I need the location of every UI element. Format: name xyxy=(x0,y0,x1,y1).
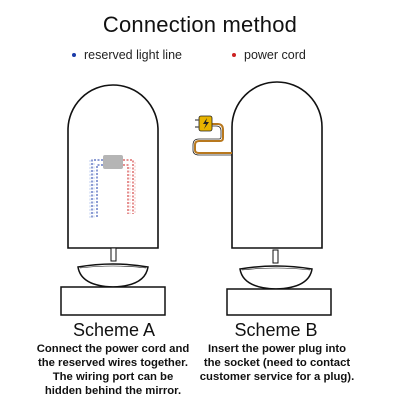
legend-power-cord: power cord xyxy=(232,48,306,62)
junction-box xyxy=(103,155,123,169)
description-line: customer service for a plug). xyxy=(199,371,355,383)
description-line: The wiring port can be xyxy=(52,371,174,383)
description-line: Connect the power cord and xyxy=(36,343,190,355)
cabinet xyxy=(60,286,166,316)
diagram-title: Connection method xyxy=(102,12,298,37)
power-plug-icon xyxy=(195,115,213,132)
legend-label: power cord xyxy=(244,48,306,62)
scheme-b-description: Insert the power plug into the socket (n… xyxy=(184,342,370,384)
legend-reserved-light-line: reserved light line xyxy=(72,48,182,62)
plug-cord xyxy=(194,123,232,154)
cabinet xyxy=(226,288,332,316)
scheme-a-title: Scheme A xyxy=(72,320,156,340)
scheme-a-illustration xyxy=(60,84,166,316)
reserved-light-line xyxy=(91,159,103,218)
basin xyxy=(239,265,313,290)
scheme-a-description: Connect the power cord and the reserved … xyxy=(20,342,206,398)
scheme-b-title: Scheme B xyxy=(234,320,318,340)
red-dot-icon xyxy=(232,52,236,57)
description-line: Insert the power plug into xyxy=(207,343,347,355)
scheme-b-illustration xyxy=(192,81,332,316)
description-line: hidden behind the mirror. xyxy=(44,385,182,397)
basin xyxy=(77,263,149,288)
legend-label: reserved light line xyxy=(84,48,182,62)
faucet xyxy=(272,249,279,264)
power-cord-line xyxy=(123,159,134,214)
blue-dot-icon xyxy=(72,52,76,57)
mirror-b xyxy=(231,81,323,249)
faucet xyxy=(110,247,117,262)
description-line: the reserved wires together. xyxy=(37,357,189,369)
description-line: the socket (need to contact xyxy=(203,357,351,369)
